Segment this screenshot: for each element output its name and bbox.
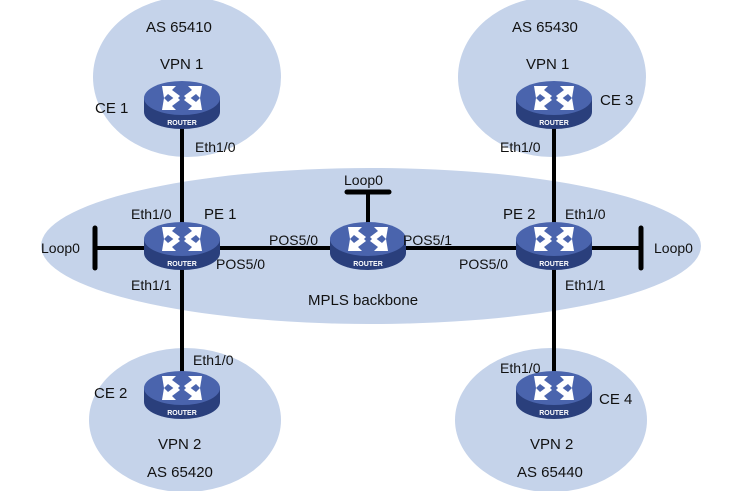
mpls-backbone-label: MPLS backbone bbox=[308, 292, 419, 309]
p-loop0-label: Loop0 bbox=[344, 172, 383, 188]
ce3-name: CE 3 bbox=[600, 92, 634, 109]
router-icon-pe1[interactable] bbox=[144, 222, 220, 270]
ce2-eth10-label: Eth1/0 bbox=[193, 352, 234, 368]
as65440-label: AS 65440 bbox=[517, 464, 583, 481]
vpn2-label-as65440: VPN 2 bbox=[530, 436, 574, 453]
vpn1-label-as65410: VPN 1 bbox=[160, 56, 204, 73]
router-icon-ce2[interactable] bbox=[144, 371, 220, 419]
router-icon-pe2[interactable] bbox=[516, 222, 592, 270]
p-pos50-label: POS5/0 bbox=[269, 232, 319, 248]
as65420-label: AS 65420 bbox=[147, 464, 213, 481]
pe2-name: PE 2 bbox=[503, 206, 536, 223]
ce3-eth10-label: Eth1/0 bbox=[500, 139, 541, 155]
pe1-eth11-label: Eth1/1 bbox=[131, 277, 172, 293]
region-as65430 bbox=[458, 0, 646, 157]
pe2-pos50-label: POS5/0 bbox=[459, 256, 509, 272]
region-as65410 bbox=[93, 0, 281, 157]
pe2-loop0-label: Loop0 bbox=[654, 240, 693, 256]
ce2-name: CE 2 bbox=[94, 385, 128, 402]
router-icon-ce4[interactable] bbox=[516, 371, 592, 419]
region-as65440 bbox=[455, 348, 647, 491]
vpn2-label-as65420: VPN 2 bbox=[158, 436, 202, 453]
ce4-eth10-label: Eth1/0 bbox=[500, 360, 541, 376]
as65410-label: AS 65410 bbox=[146, 19, 212, 36]
region-as65420 bbox=[89, 348, 281, 491]
ce1-name: CE 1 bbox=[95, 100, 129, 117]
pe1-pos50-label: POS5/0 bbox=[216, 256, 266, 272]
vpn1-label-as65430: VPN 1 bbox=[526, 56, 570, 73]
router-icon-ce1[interactable] bbox=[144, 81, 220, 129]
router-icon-p[interactable] bbox=[330, 222, 406, 270]
as65430-label: AS 65430 bbox=[512, 19, 578, 36]
pe2-eth10-label: Eth1/0 bbox=[565, 206, 606, 222]
ce4-name: CE 4 bbox=[599, 391, 633, 408]
ce1-eth10-label: Eth1/0 bbox=[195, 139, 236, 155]
pe1-name: PE 1 bbox=[204, 206, 237, 223]
router-icon-ce3[interactable] bbox=[516, 81, 592, 129]
pe1-eth10-label: Eth1/0 bbox=[131, 206, 172, 222]
p-pos51-label: POS5/1 bbox=[403, 232, 453, 248]
pe2-eth11-label: Eth1/1 bbox=[565, 277, 606, 293]
pe1-loop0-label: Loop0 bbox=[41, 240, 80, 256]
